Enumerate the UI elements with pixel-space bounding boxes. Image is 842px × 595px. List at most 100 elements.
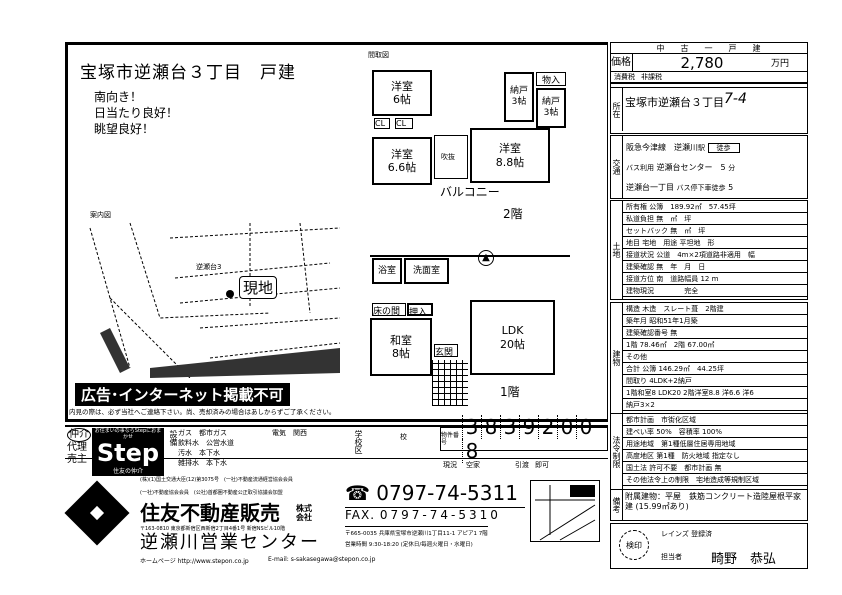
void: 吹抜 [434,135,468,179]
building-row: 構造 木造 スレート葺 2階建 [623,303,807,315]
stop-name: 逆瀬台一丁目 [626,183,674,192]
fax-number: 0797-74-5310 [379,508,501,522]
room-size: 6帖 [393,93,411,106]
price-unit: 万円 [771,59,790,69]
company-name: 住友不動産販売 [140,501,280,525]
brand-name: Step [96,439,160,467]
code-digit: 0 [556,415,576,439]
location-label: 所在 [611,88,623,131]
room-name: LDK [501,324,524,338]
homepage-link[interactable]: ホームページ http://www.stepon.co.jp [140,558,249,565]
floor-caption: 1階 [500,385,520,399]
brand-sub: 住友の仲介 [112,468,143,475]
company-suffix: 株式会社 [296,504,312,522]
code-digit: 8 [461,439,481,463]
site-marker: 現地 [239,276,278,299]
main-frame [65,42,608,422]
closet: CL [374,118,390,129]
drain: 雑排水 本下水 [178,459,227,467]
room-size: 6.6帖 [387,161,417,174]
access-label: 交通 [611,136,623,198]
code-digit: 2 [537,415,557,439]
role-seller: 売主 [67,454,87,465]
room-size: 3帖 [543,108,559,118]
balcony-label: バルコニー [440,185,500,199]
page-title: 宝塚市逆瀬台３丁目 戸建 [80,63,296,83]
closet: CL [395,118,413,129]
water: 飲料水 公営水道 [178,439,234,447]
line-name: 阪急今津線 [626,143,666,152]
reins-status: レインズ 登録済 [661,530,713,538]
land-row: 私道負担 無 ㎡ 坪 [623,213,807,225]
branch-address: 〒665-0035 兵庫県宝塚市逆瀬川1丁目11-1 アピア1 7階 [345,526,488,537]
role-proxy: 代理 [67,442,87,453]
remarks-section: 備考附属建物：平屋 鉄筋コンクリート造陸屋根平家建 (15.99㎡あり) [610,490,808,521]
no-ad-banner: 広告･インターネット掲載不可 [75,383,290,406]
tax-label: 消費税 [614,73,635,81]
code-digit: 8 [480,415,500,439]
land-row: セットバック 無 ㎡ 坪 [623,225,807,237]
law-row: 建ぺい率 50% 容積率 100% [623,426,807,438]
phone[interactable]: ☎ 0797-74-5311 [345,481,518,505]
room-size: 3帖 [511,97,527,107]
info-strip [65,425,608,459]
land-section: 土地所有権 公簿 189.92㎡ 57.45坪私道負担 無 ㎡ 坪セットバック … [610,200,808,300]
school-value: 校 [400,433,407,441]
room-size: 8.8帖 [495,155,525,169]
law-section: 法令制限都市計画 市街化区域建ぺい率 50% 容積率 100%用途地域 第1種低… [610,414,808,490]
land-row: 地目 宅地 用途 平坦地 形 [623,237,807,249]
area-map [89,222,341,378]
selling-point: 眺望良好！ [94,122,155,136]
code-digit: 3 [461,415,481,439]
status-value: 空家 [466,461,480,469]
license-text: (株)(1)国土交通大臣(12)第3075号 (一社)不動産流通経営協会会員 [140,477,293,483]
building-label: 建物 [611,303,623,413]
building-row: 築年月 昭和51年1月築 [623,315,807,327]
handover-value: 即可 [535,461,549,469]
code-digit: 3 [499,415,519,439]
business-hours: 営業時間 9:30-18:20 (定休日/毎週火曜日・水曜日) [345,542,473,548]
closet: 押入 [407,303,433,318]
room-washroom: 洗面室 [404,258,449,284]
hq-address: 〒163-0810 東京都新宿区西新宿2丁目4番1号 新宿NSビル10階 [140,526,286,532]
building-row: 1階 78.46㎡ 2階 67.00㎡ [623,339,807,351]
access-section: 交通 阪急今津線 逆瀬川駅 徒歩 バス利用 逆瀬台センター 5 分 逆瀬台一丁目… [610,135,808,199]
law-row: 都市計画 市街化区域 [623,414,807,426]
assoc-text: (一社)不動産協会会員 (公社)首都圏不動産公正取引協議会加盟 [140,490,283,496]
email-link[interactable]: E-mail: s-sakasegawa@stepon.co.jp [268,556,376,563]
land-row: 建築確認 無 年 月 日 [623,261,807,273]
building-row: 間取り 4LDK+2納戸 [623,375,807,387]
selling-point: 日当たり良好！ [94,106,179,120]
map-label: 案内図 [90,211,111,219]
land-row: 所有権 公簿 189.92㎡ 57.45坪 [623,201,807,213]
room-name: 洋室 [499,142,521,156]
building-row: 1階和室8 LDK20 2階洋室8.8 洋6.6 洋6 [623,387,807,399]
room-name: 納戸 [541,97,560,108]
north-arrow-icon: ▲ [478,250,494,266]
role-agent: 仲介 [67,428,91,442]
land-row: 接道状況 公道 4m×2項道路非適用 幅 [623,249,807,261]
power: 電気 関西 [272,429,307,437]
brand-tagline: お住まいの事ならStepにおまかせ [94,428,162,440]
bus-minutes: 5 [720,163,726,172]
building-row: 納戸3×2 [623,399,807,411]
staff-name: 畸野 恭弘 [711,552,777,567]
room-name: 納戸 [509,86,528,97]
entrance: 玄関 [434,344,458,358]
approach-steps [432,360,468,406]
property-type: 中 古 一 戸 建 [611,43,807,54]
land-row: 接道方位 南 道路幅員 12 m [623,273,807,285]
tokonoma: 床の間 [372,303,406,317]
price-label: 価格 [611,54,633,71]
fax-label: FAX. [345,508,376,522]
law-row: 高度地区 第1種 防火地域 指定なし [623,450,807,462]
plan-label: 間取図 [368,51,389,59]
walk-label: 徒歩 [707,143,740,153]
minute-unit: 分 [728,164,736,172]
bus-route: バス利用 逆瀬台センター 5 分 [626,158,804,178]
floor-caption: 2階 [503,207,523,221]
